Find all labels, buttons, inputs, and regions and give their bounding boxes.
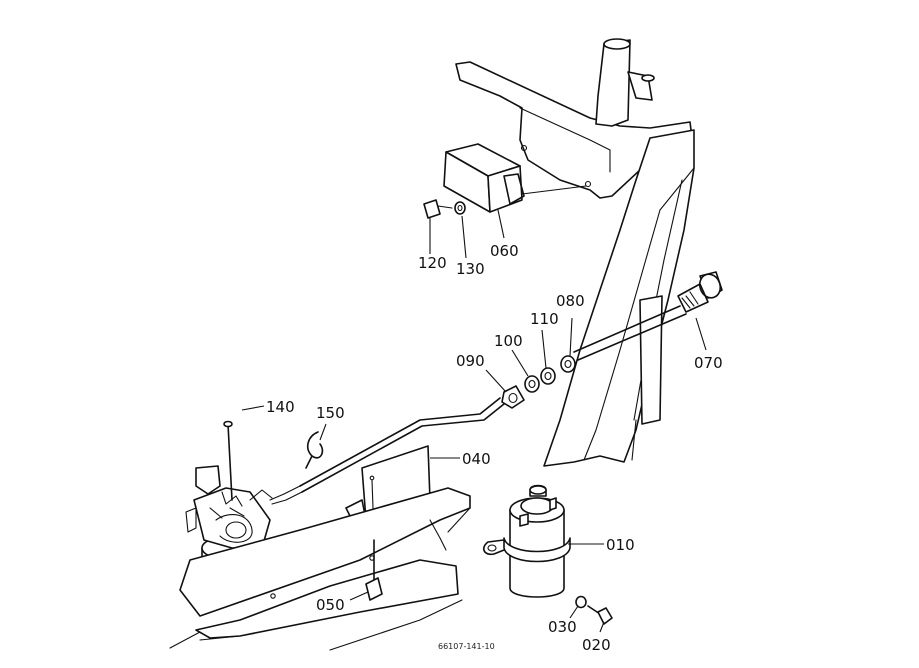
- part-050-bolt: [365, 539, 383, 601]
- label-080: 080: [556, 292, 585, 310]
- leader-130: [461, 215, 467, 259]
- label-040: 040: [462, 450, 491, 468]
- leader-060: [497, 209, 505, 239]
- label-110: 110: [530, 310, 559, 328]
- part-070-choke-knob: [573, 271, 723, 361]
- part-110-washer: [540, 367, 556, 385]
- figure-code: 66107-141-10: [438, 642, 495, 651]
- label-010: 010: [606, 536, 635, 554]
- leader-030: [569, 605, 579, 619]
- part-labels: 120 130 060 070 080 110 100 090 140 150 …: [266, 242, 723, 654]
- label-060: 060: [490, 242, 519, 260]
- label-070: 070: [694, 354, 723, 372]
- label-020: 020: [582, 636, 611, 654]
- leader-080: [569, 317, 573, 357]
- part-150-clip: [305, 431, 324, 469]
- part-090-nut: [501, 385, 525, 409]
- part-080-nut: [560, 355, 576, 373]
- deck-plates: [169, 487, 471, 651]
- leader-150: [319, 423, 327, 441]
- leader-100: [511, 349, 529, 377]
- part-010-coil: [482, 484, 613, 625]
- frame-column: [455, 38, 695, 467]
- leader-090: [485, 369, 507, 393]
- label-150: 150: [316, 404, 345, 422]
- part-060-box: [423, 143, 587, 219]
- leader-020: [599, 621, 605, 633]
- label-030: 030: [548, 618, 577, 636]
- part-100-washer: [524, 375, 540, 393]
- label-140: 140: [266, 398, 295, 416]
- leader-070: [695, 317, 707, 351]
- leader-050: [349, 591, 369, 601]
- leader-140: [241, 405, 265, 411]
- label-090: 090: [456, 352, 485, 370]
- label-120: 120: [418, 254, 447, 272]
- label-100: 100: [494, 332, 523, 350]
- leader-110: [541, 329, 547, 369]
- leader-lines: [241, 209, 707, 633]
- control-cable: [269, 397, 505, 505]
- label-050: 050: [316, 596, 345, 614]
- label-130: 130: [456, 260, 485, 278]
